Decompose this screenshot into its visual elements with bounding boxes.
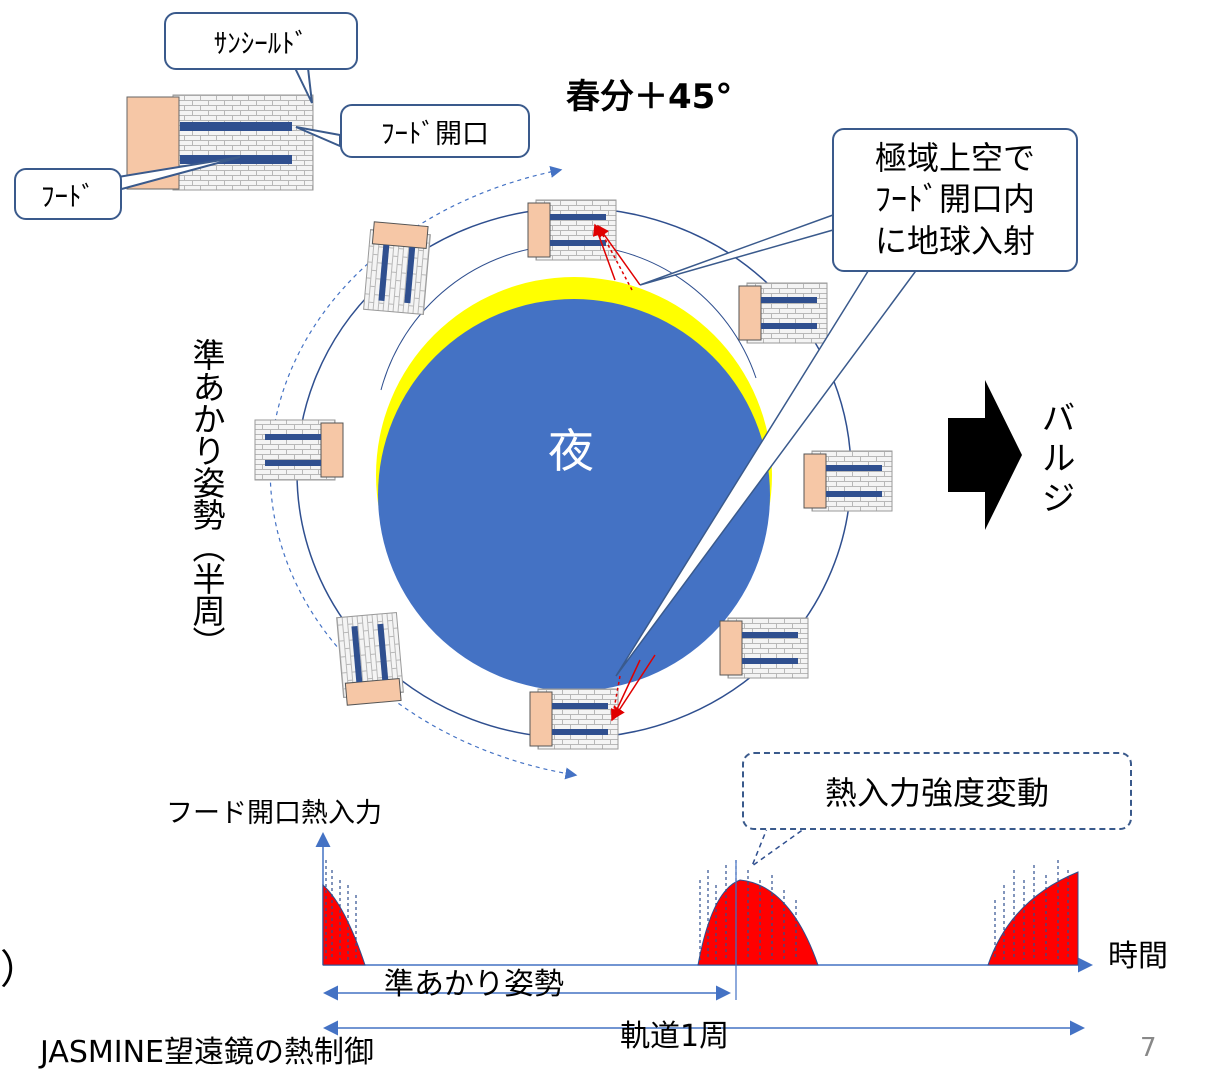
sunshield-callout: ｻﾝｼｰﾙﾄﾞ	[164, 12, 358, 70]
attitude-span-label: 準あかり姿勢	[384, 967, 564, 1002]
bulge-arrow	[948, 380, 1022, 530]
heat-pulse-1	[322, 883, 366, 966]
sunshield-label: ｻﾝｼｰﾙﾄﾞ	[213, 28, 309, 60]
telescope-upper-left	[363, 221, 432, 315]
telescope-right	[803, 450, 893, 512]
heat-input-axis-label: フード開口熱入力	[166, 798, 382, 829]
intensity-callout: 熱入力強度変動	[742, 752, 1132, 830]
diagram-title: 春分＋45°	[566, 77, 733, 117]
polar-line-1: 極域上空で	[874, 138, 1035, 177]
telescope-left	[254, 419, 344, 481]
incident-rays	[592, 223, 656, 722]
heat-plot	[315, 832, 1093, 1000]
heat-pulse-3	[987, 871, 1079, 966]
telescope-bottom	[529, 688, 619, 750]
polar-line-3: に地球入射	[874, 221, 1035, 260]
hood-label: ﾌｰﾄﾞ	[41, 181, 95, 213]
bulge-label: バルジ	[1035, 400, 1075, 520]
intensity-label: 熱入力強度変動	[824, 774, 1049, 812]
attitude-vertical-label: 準あかり姿勢（半周）	[187, 338, 226, 658]
cut-bottom-title: JASMINE望遠鏡の熱制御	[40, 1035, 375, 1070]
telescope-lower-right	[719, 617, 809, 679]
heat-pulse-2	[697, 879, 819, 966]
night-label: 夜	[548, 424, 594, 478]
hood-callout: ﾌｰﾄﾞ	[14, 168, 122, 220]
telescope-lower-left	[336, 612, 405, 706]
telescope-upper-right	[738, 282, 828, 344]
orbit-span-label: 軌道1周	[620, 1019, 730, 1054]
hood-opening-callout: ﾌｰﾄﾞ開口	[340, 104, 530, 158]
polar-callout: 極域上空で ﾌｰﾄﾞ開口内 に地球入射	[832, 128, 1078, 272]
polar-line-2: ﾌｰﾄﾞ開口内	[874, 180, 1035, 219]
telescope-top	[527, 199, 617, 261]
cut-paren: ）	[0, 947, 40, 993]
page-number: 7	[1140, 1033, 1157, 1063]
time-axis-label: 時間	[1108, 939, 1168, 974]
hood-opening-label: ﾌｰﾄﾞ開口	[381, 118, 489, 150]
intensity-pointer	[750, 825, 809, 869]
